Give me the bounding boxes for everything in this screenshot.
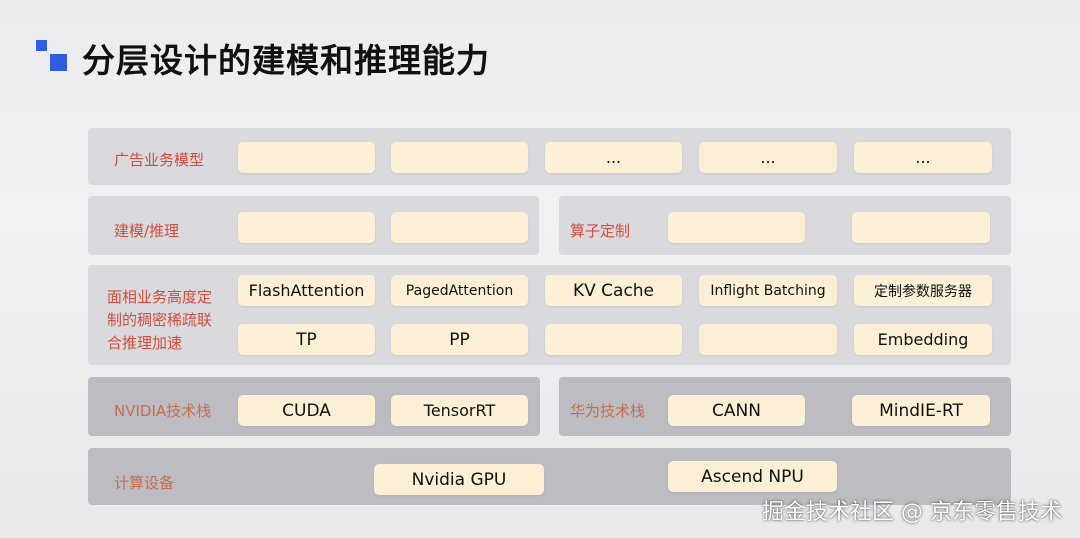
compute-nvidia-gpu: Nvidia GPU	[374, 464, 544, 495]
ad-model-box-4: ...	[699, 142, 837, 173]
compute-ascend-npu: Ascend NPU	[668, 461, 837, 492]
accel-empty-1	[545, 324, 682, 355]
label-acceleration-line2: 制的稠密稀疏联	[107, 311, 213, 329]
label-huawei-stack: 华为技术栈	[570, 402, 646, 420]
accel-inflight-batching: Inflight Batching	[699, 275, 837, 306]
accel-embedding: Embedding	[854, 324, 992, 355]
accel-empty-2	[699, 324, 837, 355]
watermark: 掘金技术社区 @ 京东零售技术	[762, 500, 1062, 525]
accel-tp: TP	[238, 324, 375, 355]
modeling-box-2	[391, 212, 528, 243]
nvidia-cuda: CUDA	[238, 395, 375, 426]
nvidia-tensorrt: TensorRT	[391, 395, 528, 426]
ad-model-box-5: ...	[854, 142, 992, 173]
page-title: 分层设计的建模和推理能力	[82, 41, 490, 80]
ad-model-box-1	[238, 142, 375, 173]
accel-pagedattention: PagedAttention	[391, 275, 528, 306]
modeling-box-1	[238, 212, 375, 243]
label-acceleration-line1: 面相业务高度定	[107, 288, 213, 306]
label-nvidia-stack: NVIDIA技术栈	[114, 402, 212, 420]
accel-flashattention: FlashAttention	[238, 275, 375, 306]
accel-param-server: 定制参数服务器	[854, 275, 992, 306]
label-compute: 计算设备	[114, 474, 175, 492]
accel-kv-cache: KV Cache	[545, 275, 682, 306]
label-modeling: 建模/推理	[114, 222, 180, 240]
label-operators: 算子定制	[570, 222, 631, 240]
ad-model-box-3: ...	[545, 142, 682, 173]
layer-compute	[88, 448, 1011, 505]
ad-model-box-2	[391, 142, 528, 173]
title-logo-icon	[36, 40, 68, 72]
accel-pp: PP	[391, 324, 528, 355]
operator-box-2	[852, 212, 990, 243]
label-ad-models: 广告业务模型	[114, 151, 205, 169]
label-acceleration-line3: 合推理加速	[107, 334, 183, 352]
huawei-mindie-rt: MindIE-RT	[852, 395, 990, 426]
huawei-cann: CANN	[668, 395, 805, 426]
operator-box-1	[668, 212, 805, 243]
